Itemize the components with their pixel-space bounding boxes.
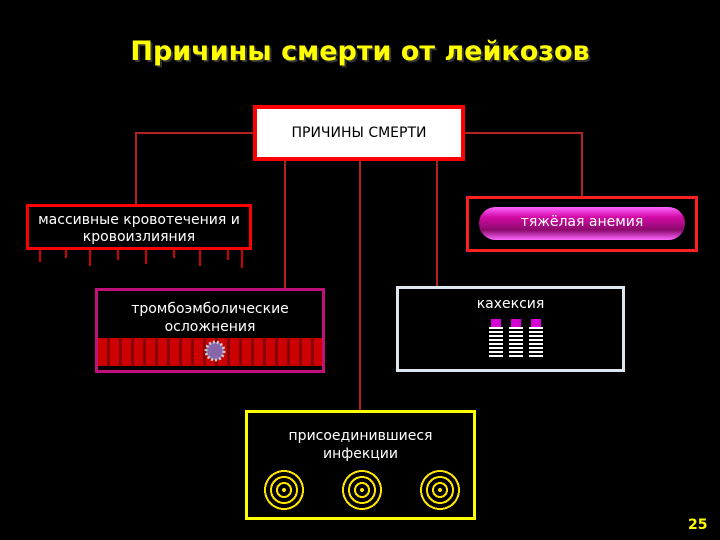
virus-icon bbox=[204, 340, 226, 362]
connector-line bbox=[465, 132, 583, 134]
anemia-pill bbox=[479, 207, 685, 240]
bacteria-spiral-icon bbox=[418, 468, 462, 512]
connector-line bbox=[135, 132, 253, 134]
infections-box: присоединившиеся инфекции bbox=[245, 410, 476, 520]
cachexia-box: кахексия bbox=[396, 286, 625, 372]
skeleton-icon bbox=[489, 319, 503, 357]
thromboembolic-box: тромбоэмболические осложнения bbox=[95, 288, 325, 373]
connector-line bbox=[284, 161, 286, 288]
bleeding-box: массивные кровотечения и кровоизлияния bbox=[26, 204, 252, 250]
root-box: ПРИЧИНЫ СМЕРТИ bbox=[253, 105, 465, 161]
anemia-box: тяжёлая анемия bbox=[466, 196, 698, 252]
page-number: 25 bbox=[688, 517, 708, 533]
bacteria-spiral-icon bbox=[262, 468, 306, 512]
bacteria-spiral-icon bbox=[340, 468, 384, 512]
skeleton-icon bbox=[529, 319, 543, 357]
cachexia-label: кахексия bbox=[476, 296, 545, 312]
connector-line bbox=[581, 132, 583, 196]
skeleton-icon bbox=[509, 319, 523, 357]
thromboembolic-label: тромбоэмболические осложнения bbox=[131, 301, 289, 335]
connector-line bbox=[135, 132, 137, 204]
slide-title: Причины смерти от лейкозов bbox=[130, 36, 590, 67]
anemia-label: тяжёлая анемия bbox=[520, 214, 644, 230]
infections-label: присоединившиеся инфекции bbox=[288, 428, 433, 462]
connector-line bbox=[359, 161, 361, 410]
connector-line bbox=[436, 161, 438, 286]
blood-drips bbox=[39, 250, 243, 268]
